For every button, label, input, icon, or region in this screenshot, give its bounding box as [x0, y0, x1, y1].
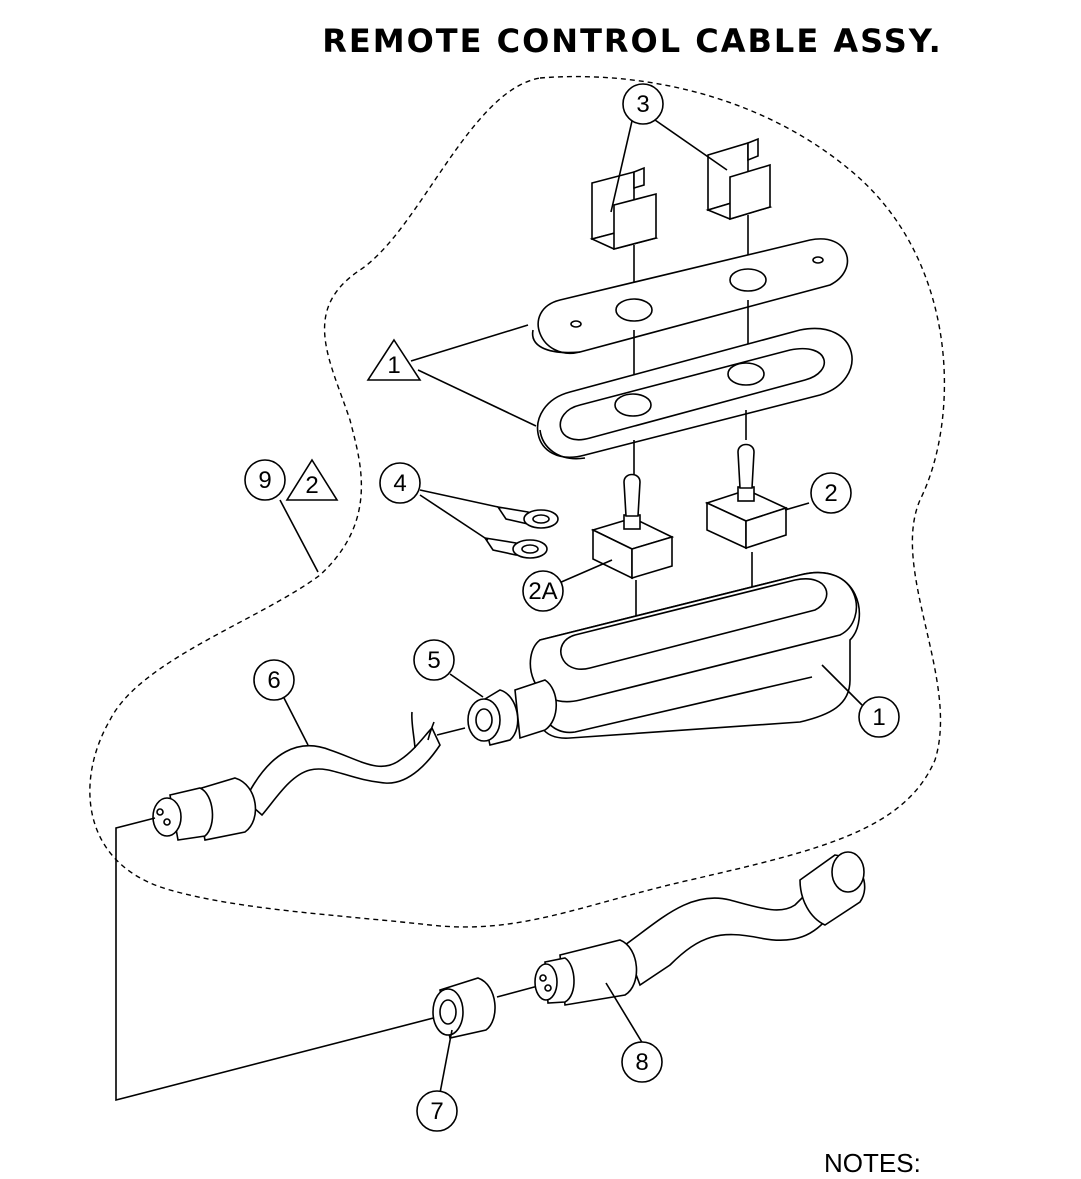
- svg-text:1: 1: [387, 352, 400, 379]
- svg-text:6: 6: [267, 667, 280, 694]
- toggle-switch-2: [704, 443, 789, 550]
- assembly-boundary-dashed: [89, 75, 946, 928]
- callout-7: 7: [416, 1090, 458, 1132]
- callout-8: 8: [621, 1041, 663, 1083]
- svg-text:2: 2: [824, 480, 837, 507]
- gasket: [536, 327, 853, 460]
- enclosure-box: [529, 572, 861, 739]
- svg-text:4: 4: [393, 470, 406, 497]
- connection-leader: [115, 817, 446, 1102]
- svg-text:8: 8: [635, 1049, 648, 1076]
- cover-plate: [531, 238, 849, 355]
- cable-connector-6: [152, 711, 441, 841]
- callout-1-enclosure: 1: [858, 696, 900, 738]
- svg-text:3: 3: [636, 91, 649, 118]
- callout-2a: 2A: [522, 570, 564, 612]
- svg-text:2A: 2A: [528, 578, 557, 605]
- callout-5: 5: [413, 639, 455, 681]
- svg-text:7: 7: [430, 1098, 443, 1125]
- callout-9: 9: [244, 459, 286, 501]
- svg-text:1: 1: [872, 704, 885, 731]
- callout-3: 3: [622, 83, 664, 125]
- callout-1-triangle: 1: [366, 338, 422, 381]
- u-bracket-right: [705, 137, 773, 221]
- ring-terminal-upper: [496, 505, 559, 529]
- ring-terminal-lower: [483, 536, 548, 559]
- svg-text:2: 2: [305, 472, 318, 499]
- dust-cap: [432, 977, 496, 1039]
- grommet: [467, 679, 557, 746]
- toggle-switch-2a: [590, 473, 675, 580]
- callout-6: 6: [253, 659, 295, 701]
- u-bracket-left: [589, 166, 659, 251]
- callout-2: 2: [810, 472, 852, 514]
- leader-lines: [279, 119, 863, 1094]
- svg-text:5: 5: [427, 647, 440, 674]
- notes-heading: NOTES:: [824, 1148, 921, 1178]
- cable-connector-8: [534, 851, 866, 1006]
- callout-4: 4: [379, 462, 421, 504]
- callout-2-triangle: 2: [285, 458, 339, 501]
- diagram-title: REMOTE CONTROL CABLE ASSY.: [322, 22, 943, 60]
- svg-text:9: 9: [258, 467, 271, 494]
